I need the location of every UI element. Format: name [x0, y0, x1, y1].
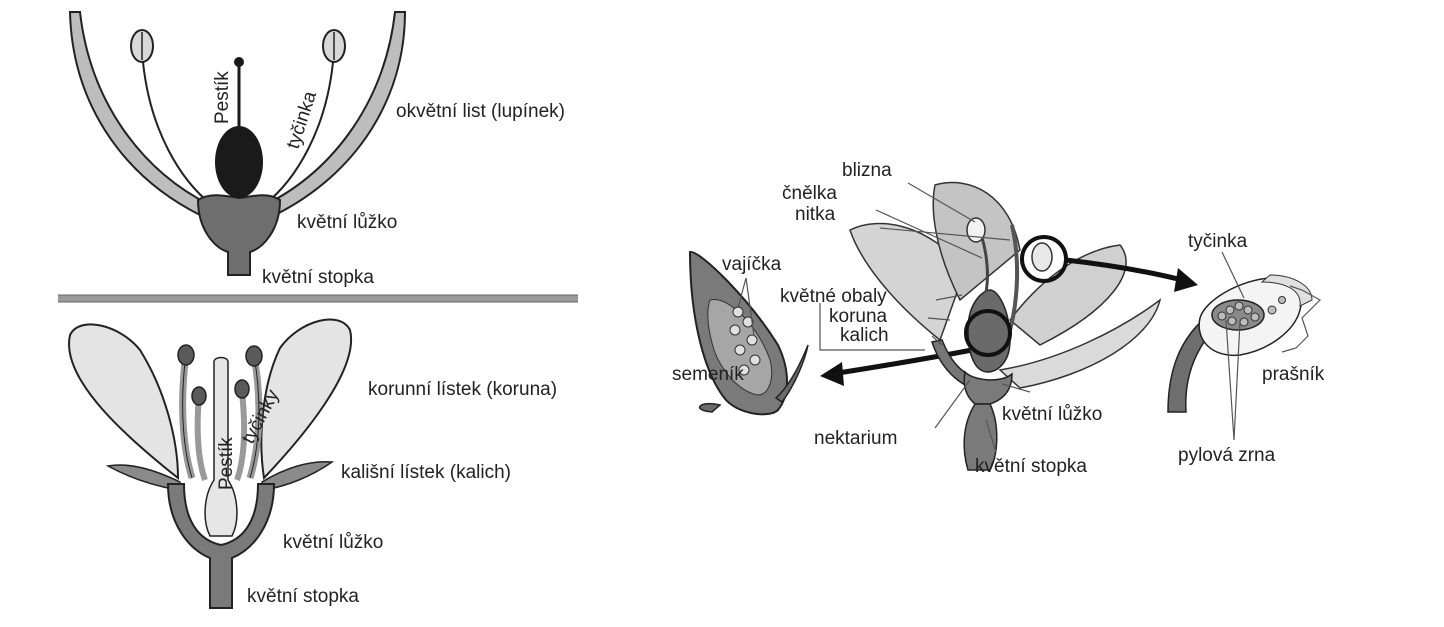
detail-pedicel-label: květní stopka — [975, 456, 1087, 477]
ovules — [729, 306, 761, 376]
ovules-label: vajíčka — [722, 254, 782, 275]
bottom-petal-label: korunní lístek (koruna) — [368, 379, 557, 400]
filament-label: nitka — [795, 204, 836, 225]
bottom-flower: tyčinky Pestík korunní lístek (koruna) k… — [68, 318, 557, 609]
detail-ovary — [967, 289, 1011, 373]
arrow-to-stamen — [1065, 257, 1198, 292]
bottom-receptacle — [166, 483, 276, 609]
bottom-pistil — [204, 356, 238, 537]
style-label: čnělka — [782, 183, 837, 204]
bottom-anther-2 — [191, 386, 207, 406]
detail-receptacle — [963, 370, 1013, 405]
ovary-magnifier-circle — [964, 309, 1012, 357]
top-left-filament — [142, 61, 213, 206]
anther-label: prašník — [1262, 364, 1325, 385]
top-pedicel-label: květní stopka — [262, 267, 374, 288]
corolla-label: koruna — [829, 306, 888, 327]
ovary-section: vajíčka semeník — [672, 251, 809, 416]
bottom-left-petal — [68, 323, 180, 481]
top-flower: Pestík tyčinka okvětní list (lupínek) kv… — [68, 11, 565, 288]
bottom-anther-4 — [234, 379, 250, 399]
bottom-pistil-label: Pestík — [216, 437, 237, 490]
top-receptacle — [196, 194, 282, 276]
section-divider — [58, 295, 578, 302]
top-stamen-label: tyčinka — [283, 88, 321, 151]
top-stigma — [234, 57, 244, 67]
bottom-anther-1 — [177, 344, 195, 366]
corolla-lobe-front — [998, 298, 1162, 389]
detail-anther — [1031, 242, 1053, 272]
top-ovary — [215, 126, 263, 198]
stamen-label: tyčinka — [1188, 231, 1248, 252]
calyx-label: kalich — [840, 325, 889, 346]
detail-stigma — [966, 217, 986, 243]
top-tepal-label: okvětní list (lupínek) — [396, 101, 565, 122]
detail-flower: blizna čnělka nitka květné obaly koruna … — [780, 160, 1162, 477]
bottom-right-petal — [260, 318, 353, 481]
pollen-grains — [1217, 296, 1286, 327]
detail-receptacle-label: květní lůžko — [1002, 404, 1102, 425]
top-receptacle-label: květní lůžko — [297, 212, 397, 233]
anther-back-lobe — [1260, 274, 1313, 307]
detail-pedicel — [963, 403, 998, 471]
top-pistil-label: Pestík — [212, 71, 233, 124]
bottom-receptacle-label: květní lůžko — [283, 532, 383, 553]
arrow-to-ovary — [820, 347, 973, 386]
bottom-left-sepal — [105, 464, 181, 491]
bottom-pedicel-label: květní stopka — [247, 586, 359, 607]
stamen-magnifier-circle — [1020, 235, 1068, 283]
ovary-label: semeník — [672, 364, 744, 385]
top-right-filament — [263, 61, 334, 206]
perianth-label: květné obaly — [780, 286, 887, 307]
stigma-label: blizna — [842, 160, 892, 181]
pollen-label: pylová zrna — [1178, 445, 1276, 466]
corolla-lobe-right — [1008, 244, 1127, 346]
stamen-detail: tyčinka prašník pylová zrna — [1167, 231, 1325, 466]
bottom-sepal-label: kališní lístek (kalich) — [341, 462, 511, 483]
bottom-right-sepal — [261, 460, 335, 491]
bottom-anther-3 — [245, 345, 263, 367]
nectary-label: nektarium — [814, 428, 897, 449]
corolla-lobe-left — [849, 222, 966, 342]
